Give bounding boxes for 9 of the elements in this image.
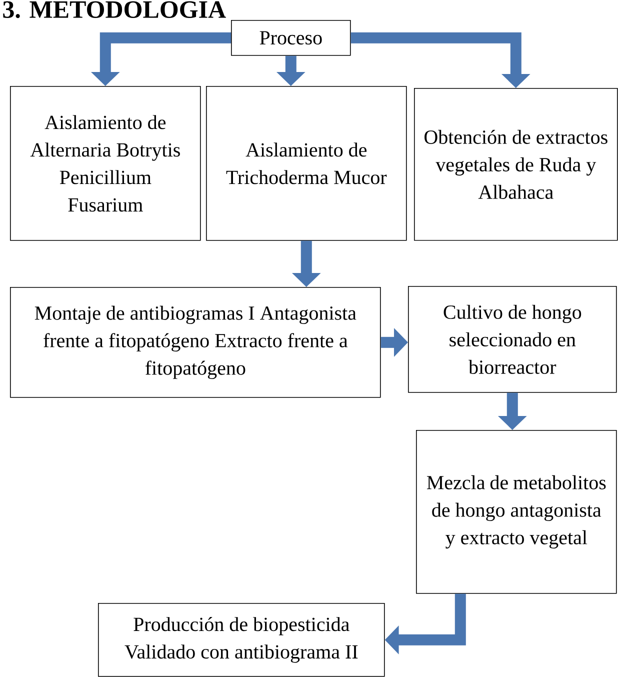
process-box: Obtención de extractos vegetales de Ruda y Albahaca xyxy=(414,88,618,241)
process-box: Cultivo de hongo seleccionado en biorreactor xyxy=(408,286,617,393)
process-box: Aislamiento de Alternaria Botrytis Penicillium Fusarium xyxy=(10,86,201,241)
process-box: Montaje de antibiogramas I Antagonista frente a fitopatógeno Extracto frente a fitopatógeno xyxy=(10,287,381,398)
process-box: Mezcla de metabolitos de hongo antagonista y extracto vegetal xyxy=(416,430,617,594)
process-box: Aislamiento de Trichoderma Mucor xyxy=(206,86,407,241)
heading: 3. METODOLOGIA xyxy=(3,1,226,18)
process-box: Proceso xyxy=(231,20,351,56)
process-box: Producción de biopesticida Validado con antibiograma II xyxy=(98,603,385,677)
